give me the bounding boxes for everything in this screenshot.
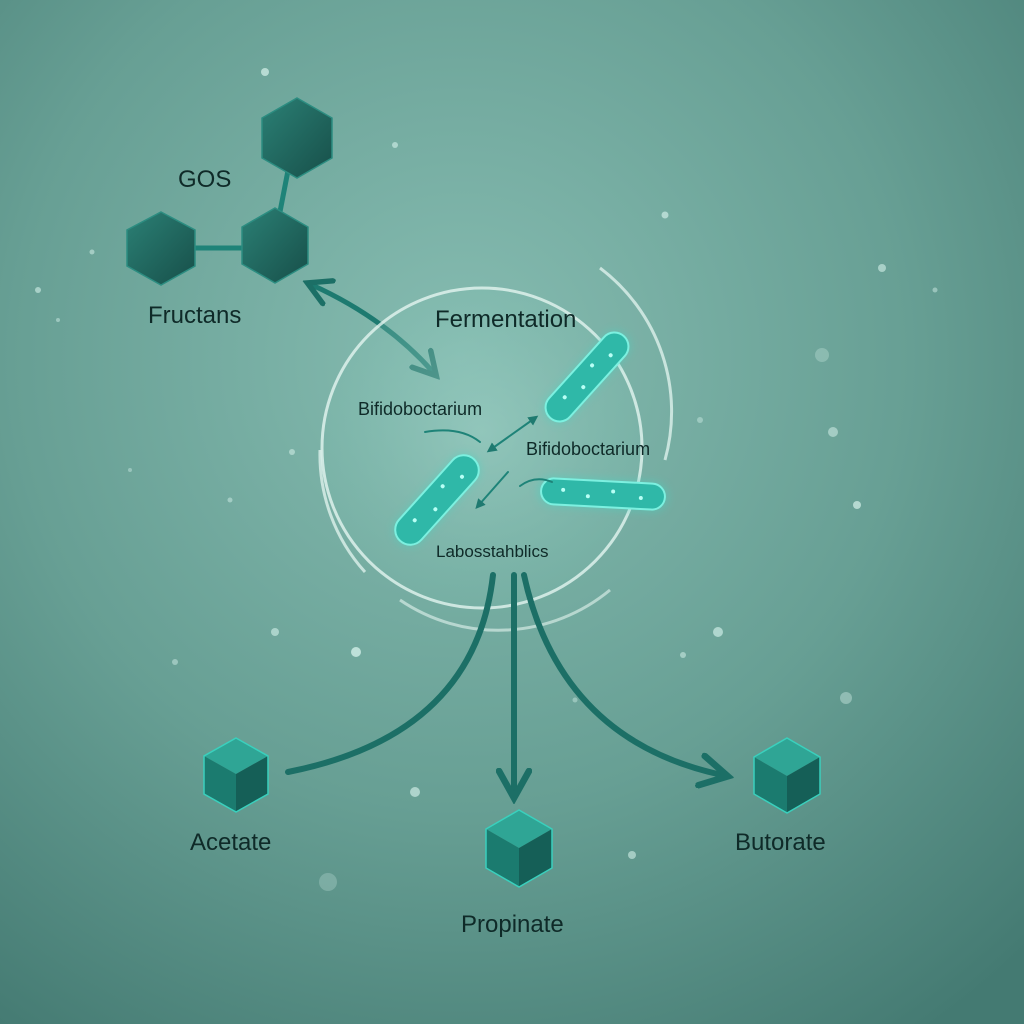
interaction-arrow (475, 471, 509, 509)
molecule-chain (126, 97, 333, 286)
label-gos: GOS (178, 166, 231, 193)
cube-icon (203, 737, 269, 813)
label-lactobacillus: Labosstahblics (436, 542, 548, 561)
label-acetate: Acetate (190, 829, 271, 856)
rod-bacteria-icon (542, 329, 632, 425)
cube-icon (485, 809, 553, 888)
label-bifidobacterium-right: Bifidoboctarium (526, 439, 650, 459)
bokeh-particles (35, 68, 938, 891)
interaction-arrows (424, 415, 553, 509)
label-butyrate: Butorate (735, 829, 826, 856)
label-bifidobacterium-left: Bifidoboctarium (358, 399, 482, 419)
arrow-to-butyrate (521, 572, 722, 775)
hexagon-chain-icon (261, 97, 333, 179)
interaction-arrow (519, 478, 553, 487)
rod-bacteria-icon (537, 475, 669, 513)
ring-arc (318, 449, 367, 574)
hexagon-chain-icon (126, 211, 196, 286)
interaction-arrow (486, 415, 539, 453)
cube-icon (753, 737, 821, 814)
label-fructans: Fructans (148, 302, 241, 329)
label-propionate: Propinate (461, 911, 564, 938)
bacteria-group (392, 329, 669, 548)
output-arrows (285, 572, 722, 792)
rod-bacteria-icon (392, 452, 482, 548)
ring-arc (399, 588, 611, 632)
label-fermentation: Fermentation (435, 306, 576, 333)
interaction-arrow (424, 429, 481, 443)
ring-arc (599, 266, 674, 461)
arrow-to-acetate (285, 572, 496, 775)
hexagon-chain-icon (241, 207, 309, 284)
